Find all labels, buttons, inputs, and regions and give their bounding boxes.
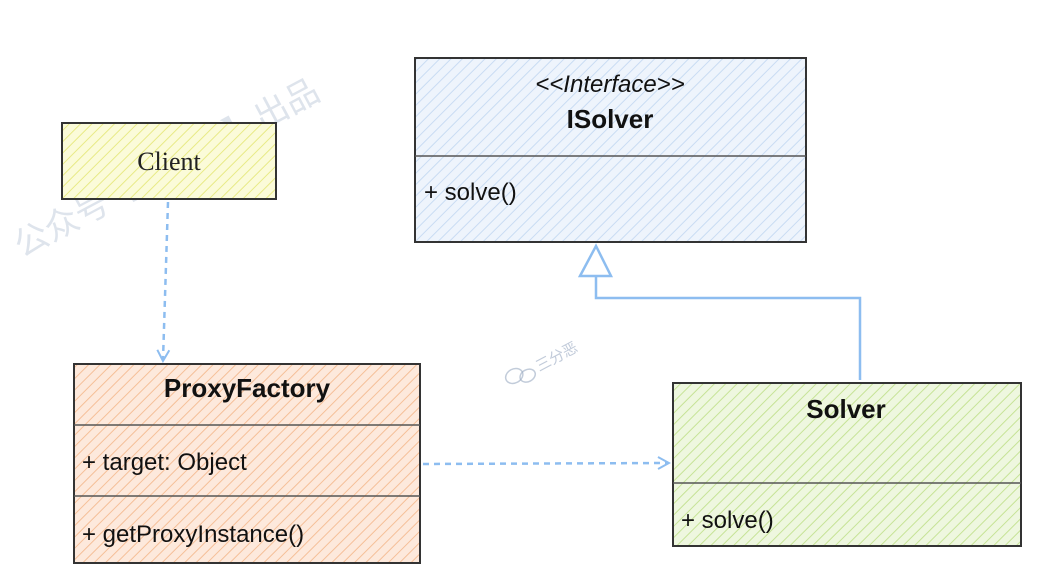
inheritance-triangle-icon	[577, 243, 614, 278]
proxy-factory-field: + target: Object	[82, 449, 247, 476]
proxy-factory-box[interactable]: ProxyFactory + target: Object + getProxy…	[73, 363, 421, 564]
solver-name: Solver	[806, 394, 886, 424]
client-to-proxy-factory-arrow	[163, 201, 168, 360]
watermark-logo: 三分恶	[504, 338, 581, 385]
isolver-method: + solve()	[424, 179, 517, 206]
isolver-box-frame	[414, 57, 807, 243]
isolver-name: ISolver	[567, 104, 654, 134]
client-box-frame	[61, 122, 277, 200]
proxy-factory-method: + getProxyInstance()	[82, 521, 304, 548]
solver-method: + solve()	[681, 507, 774, 534]
isolver-stereotype: <<Interface>>	[535, 71, 684, 98]
wechat-icon	[504, 367, 524, 385]
proxy-factory-to-solver-arrow	[422, 463, 668, 464]
client-name: Client	[137, 147, 201, 176]
watermark-logo-text: 三分恶	[533, 338, 581, 375]
proxy-factory-box-frame	[73, 363, 421, 564]
solver-box-frame	[672, 382, 1022, 547]
isolver-interface-box[interactable]: <<Interface>> ISolver + solve()	[414, 57, 807, 243]
solver-box[interactable]: Solver + solve()	[672, 382, 1022, 547]
solver-to-isolver-line	[594, 276, 862, 380]
client-box[interactable]: Client	[61, 122, 277, 200]
proxy-factory-name: ProxyFactory	[164, 373, 331, 403]
wechat-icon-bubble	[519, 368, 537, 383]
